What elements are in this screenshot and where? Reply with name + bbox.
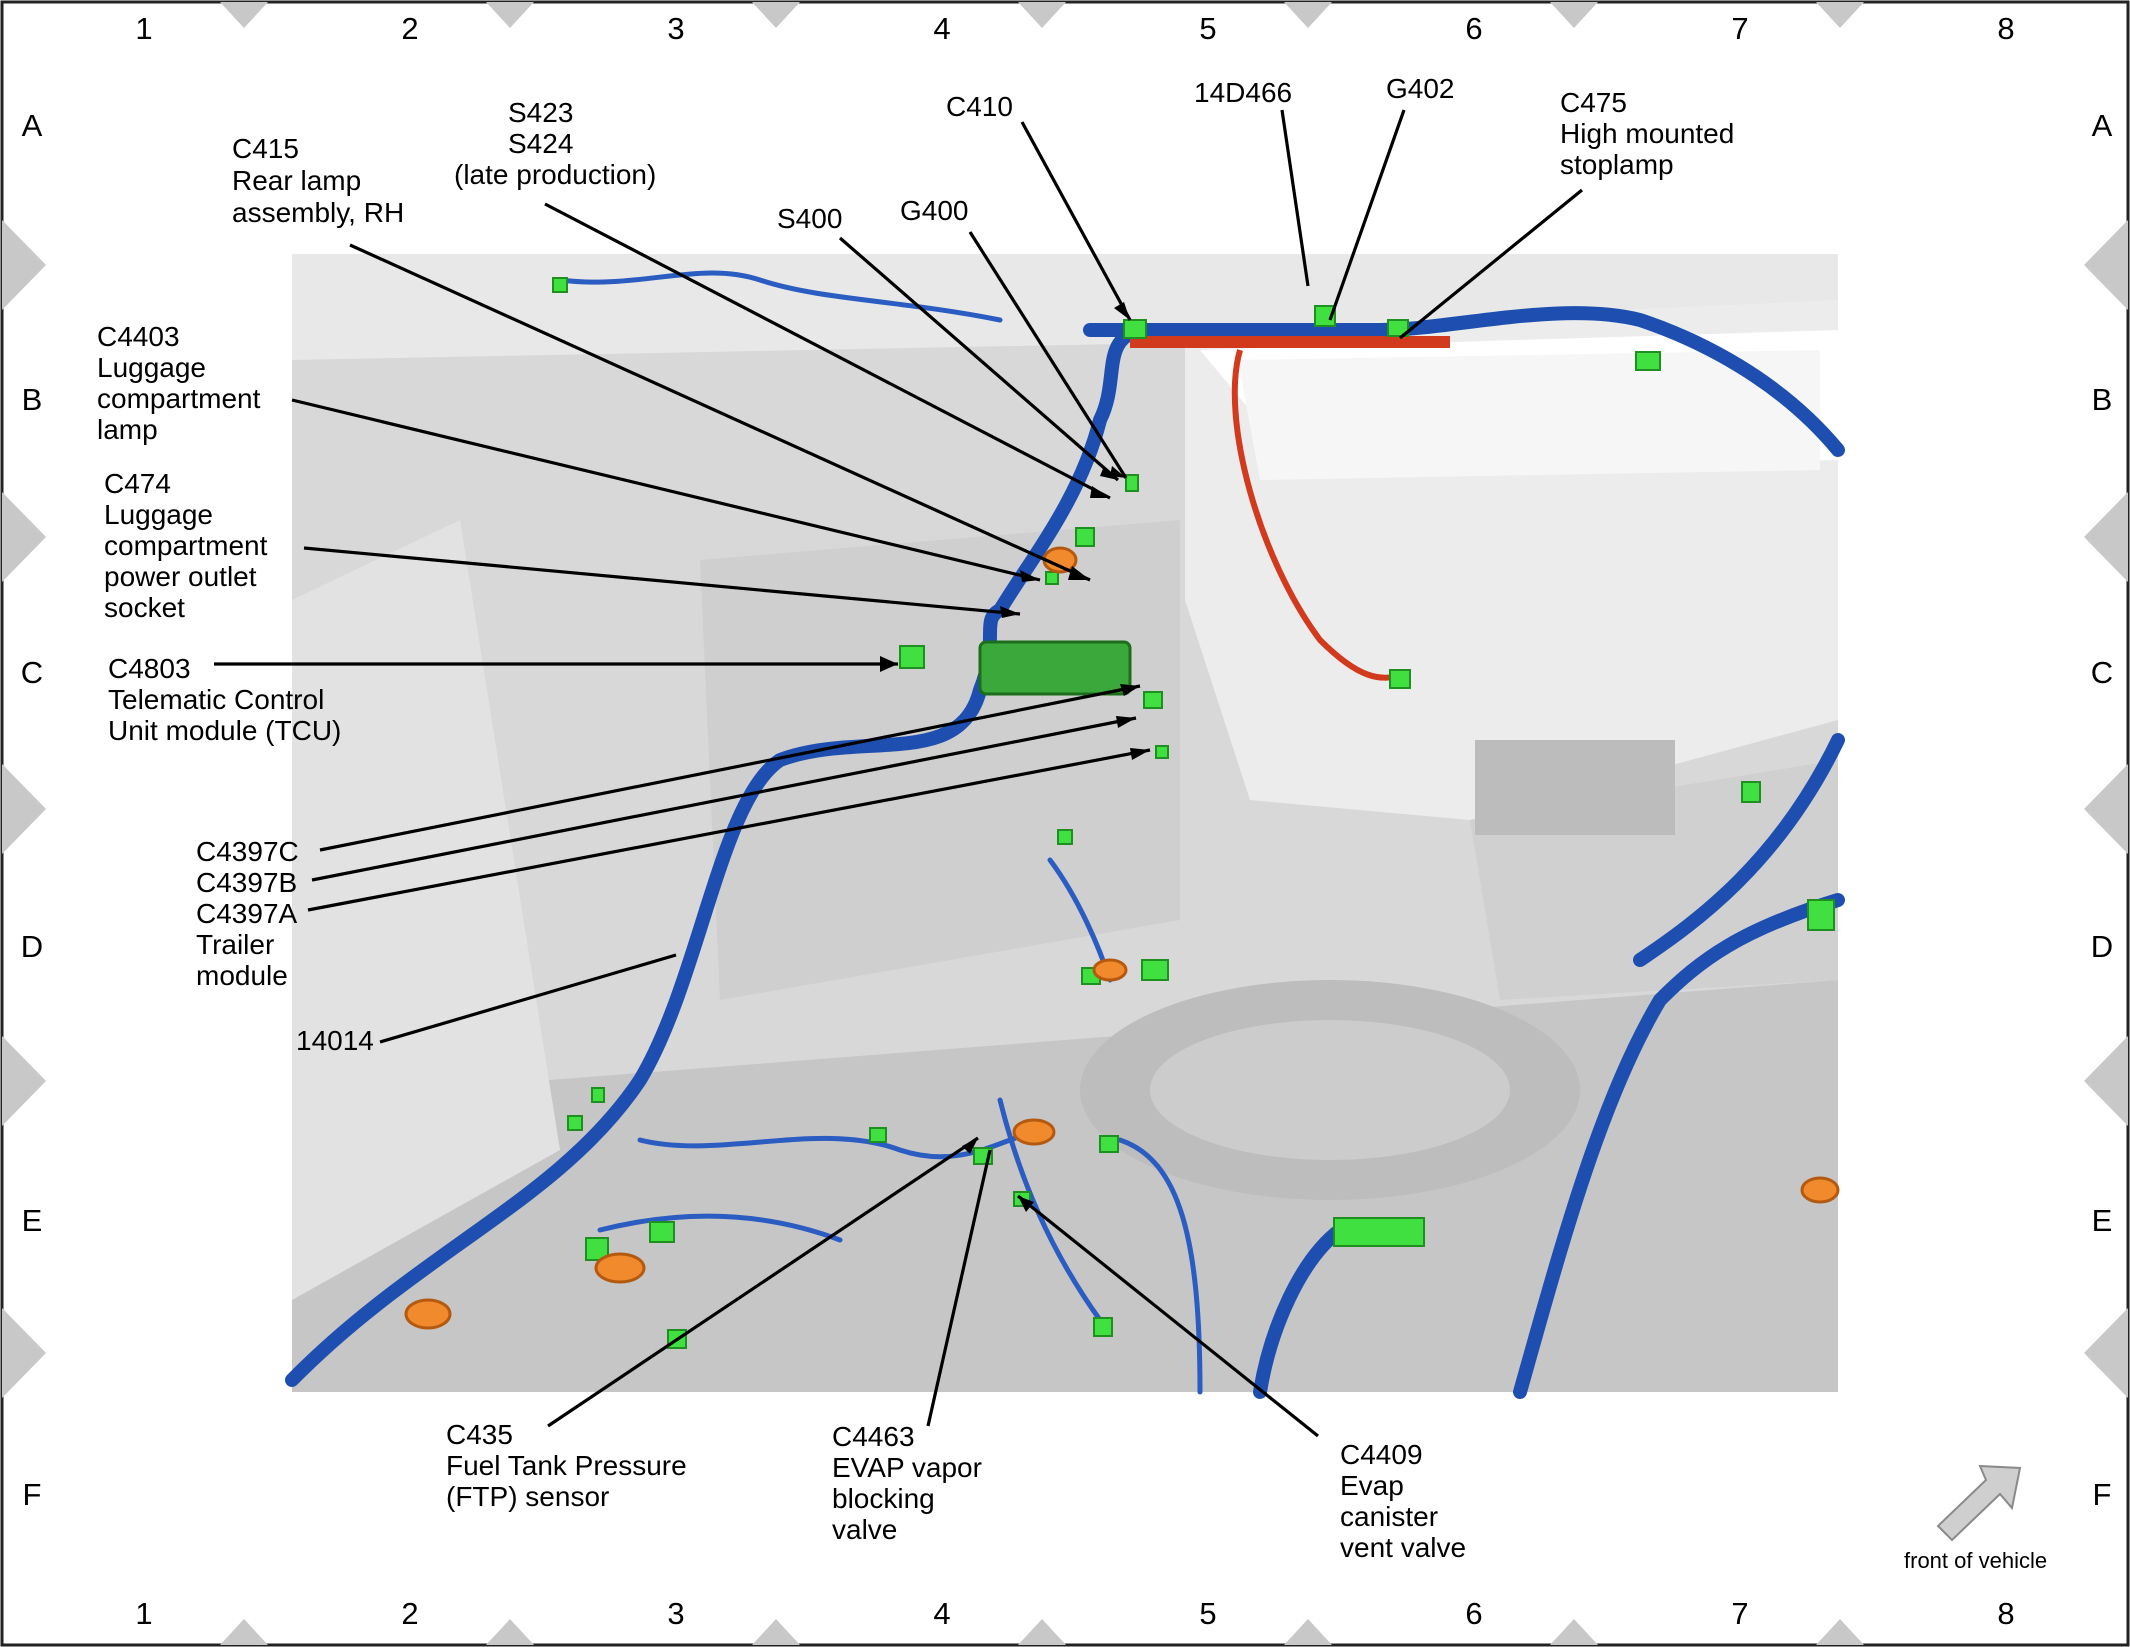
callout-s423-note: (late production) [454, 159, 656, 190]
callout-c475: C475 High mounted stoplamp [1560, 87, 1734, 180]
grommets [404, 546, 1840, 1330]
callout-c410: C410 [946, 91, 1013, 122]
callout-c435-code: C435 [446, 1419, 513, 1450]
row-label-b: B [22, 382, 43, 417]
column-label-2-bottom: 2 [401, 1596, 418, 1631]
callout-c4397a: C4397A [196, 898, 298, 929]
callout-c4403-line2: Luggage [97, 352, 206, 383]
column-label-5: 5 [1199, 11, 1216, 46]
row-label-a: A [22, 108, 43, 143]
callout-c474-line2: Luggage [104, 499, 213, 530]
callout-c415-code: C415 [232, 133, 299, 164]
callout-c415-line2: Rear lamp [232, 165, 361, 196]
callout-c4397c: C4397C [196, 836, 299, 867]
callout-c474-line3: compartment [104, 530, 268, 561]
callout-c474: C474 Luggage compartment power outlet so… [104, 468, 268, 623]
callout-s424-code: S424 [508, 128, 573, 159]
row-label-a-right: A [2092, 108, 2113, 143]
callout-c415-line3: assembly, RH [232, 197, 404, 228]
leader-lines [214, 109, 1584, 1438]
column-label-1-bottom: 1 [135, 1596, 152, 1631]
column-label-8: 8 [1997, 11, 2014, 46]
column-label-4-bottom: 4 [933, 1596, 950, 1631]
column-label-1: 1 [135, 11, 152, 46]
callout-c4397-line5: module [196, 960, 288, 991]
row-label-e-right: E [2092, 1203, 2113, 1238]
column-label-6-bottom: 6 [1465, 1596, 1482, 1631]
callout-s423-code: S423 [508, 97, 573, 128]
column-label-6: 6 [1465, 11, 1482, 46]
vehicle-body-illustration [292, 254, 1838, 1392]
callout-c4403-line3: compartment [97, 383, 261, 414]
callout-c4409-line3: canister [1340, 1501, 1438, 1532]
callout-c415: C415 Rear lamp assembly, RH [232, 133, 404, 228]
leader-arrowheads [880, 302, 1150, 1212]
callout-c4463-line4: valve [832, 1514, 897, 1545]
callout-c4409: C4409 Evap canister vent valve [1340, 1439, 1466, 1563]
arrow-icon [1936, 1464, 2022, 1542]
row-label-e: E [22, 1203, 43, 1238]
column-label-7-bottom: 7 [1731, 1596, 1748, 1631]
column-label-5-bottom: 5 [1199, 1596, 1216, 1631]
connectors [552, 277, 1835, 1349]
callout-c475-code: C475 [1560, 87, 1627, 118]
row-label-c: C [21, 655, 43, 690]
callout-c4397-line4: Trailer [196, 929, 274, 960]
row-label-f-right: F [2093, 1477, 2112, 1512]
callout-c4803-code: C4803 [108, 653, 191, 684]
callout-c4463-code: C4463 [832, 1421, 915, 1452]
callout-c4803: C4803 Telematic Control Unit module (TCU… [108, 653, 341, 746]
callout-c435-line3: (FTP) sensor [446, 1481, 609, 1512]
callout-c435: C435 Fuel Tank Pressure (FTP) sensor [446, 1419, 687, 1512]
callout-c4409-line4: vent valve [1340, 1532, 1466, 1563]
red-harness-c475 [1130, 336, 1450, 348]
callout-c475-line2: High mounted [1560, 118, 1734, 149]
column-label-3-bottom: 3 [667, 1596, 684, 1631]
callout-c474-code: C474 [104, 468, 171, 499]
row-label-c-right: C [2091, 655, 2113, 690]
row-label-d-right: D [2091, 929, 2113, 964]
callout-c4463-line2: EVAP vapor [832, 1452, 982, 1483]
callout-c475-line3: stoplamp [1560, 149, 1674, 180]
callout-14014: 14014 [296, 1025, 374, 1056]
row-label-d: D [21, 929, 43, 964]
callout-c435-line2: Fuel Tank Pressure [446, 1450, 687, 1481]
red-wire-14d466 [1231, 349, 1401, 681]
column-label-3: 3 [667, 11, 684, 46]
callout-c4803-line3: Unit module (TCU) [108, 715, 341, 746]
column-label-7: 7 [1731, 11, 1748, 46]
callout-c4463: C4463 EVAP vapor blocking valve [832, 1421, 982, 1545]
callout-14d466: 14D466 [1194, 77, 1292, 108]
callout-c4397: C4397C C4397B C4397A Trailer module [196, 836, 299, 991]
front-of-vehicle-label: front of vehicle [1904, 1548, 2047, 1573]
callout-g400: G400 [900, 195, 969, 226]
callout-c4803-line2: Telematic Control [108, 684, 324, 715]
callout-c4463-line3: blocking [832, 1483, 935, 1514]
tcu-module [978, 640, 1132, 696]
callout-c4403-code: C4403 [97, 321, 180, 352]
callout-c4409-code: C4409 [1340, 1439, 1423, 1470]
callout-g402: G402 [1386, 73, 1455, 104]
column-label-2: 2 [401, 11, 418, 46]
callout-c4403-line4: lamp [97, 414, 158, 445]
callout-s423: S423 S424 (late production) [454, 97, 656, 190]
callout-c4403: C4403 Luggage compartment lamp [97, 321, 261, 445]
row-label-b-right: B [2092, 382, 2113, 417]
column-label-8-bottom: 8 [1997, 1596, 2014, 1631]
callout-s400: S400 [777, 203, 842, 234]
callout-c4397b: C4397B [196, 867, 297, 898]
callout-c474-line5: socket [104, 592, 185, 623]
callout-c4409-line2: Evap [1340, 1470, 1404, 1501]
row-label-f: F [23, 1477, 42, 1512]
column-label-4: 4 [933, 11, 950, 46]
callout-c474-line4: power outlet [104, 561, 257, 592]
